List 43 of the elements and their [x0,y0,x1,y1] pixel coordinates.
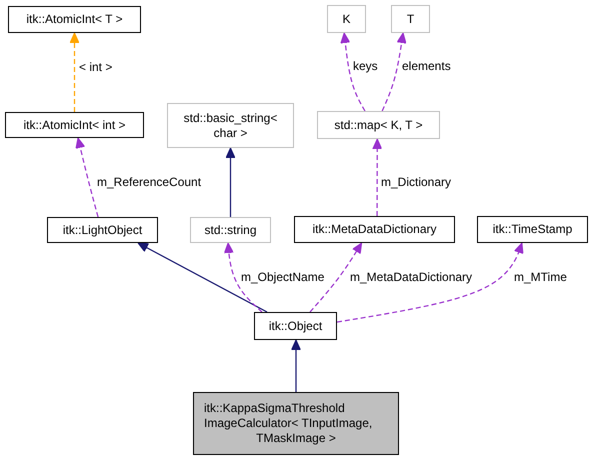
class-box [5,112,144,138]
dashed-arrow [70,32,80,112]
class-box [327,5,366,33]
class-box [47,217,158,243]
class-box [294,216,455,243]
solid-arrow [291,340,301,392]
class-name: itk::MetaDataDictionary [312,222,437,237]
edge-label: m_ReferenceCount [96,175,202,189]
edge-label: elements [401,59,452,73]
edge-label: keys [352,59,379,73]
class-box [391,5,430,33]
edge-label: m_MetaDataDictionary [349,270,474,284]
dashed-arrow [382,32,407,112]
class-name: std::basic_string< char > [182,110,278,140]
class-name: K [342,12,350,26]
class-box [317,111,440,139]
class-name: itk::AtomicInt< int > [23,118,126,132]
class-box [193,392,399,455]
edge-label: m_Dictionary [380,175,452,189]
dashed-arrow [340,32,366,112]
class-name: itk::LightObject [62,222,142,238]
class-name: itk::KappaSigmaThreshold ImageCalculator< TInputImage, TMaskImage > [204,401,374,446]
class-box [190,217,271,243]
edge-label: < int > [78,60,114,74]
edge-label: m_MTime [513,270,568,284]
dashed-arrow [224,242,262,312]
solid-arrow [138,242,268,313]
dashed-arrow [75,138,99,218]
class-name: itk::AtomicInt< T > [26,12,123,27]
class-name: itk::TimeStamp [492,222,572,237]
dashed-arrow [310,242,362,312]
edge-label: m_ObjectName [240,270,326,284]
class-name: T [406,12,414,26]
class-box [477,216,588,243]
class-name: std::map< K, T > [334,118,423,132]
class-box [167,103,294,148]
class-name: std::string [204,222,257,238]
class-name: itk::Object [268,318,322,334]
dashed-arrow [372,138,382,216]
dashed-arrow [336,242,524,323]
class-box [254,312,337,340]
solid-arrow [226,148,236,217]
class-box [8,6,141,33]
